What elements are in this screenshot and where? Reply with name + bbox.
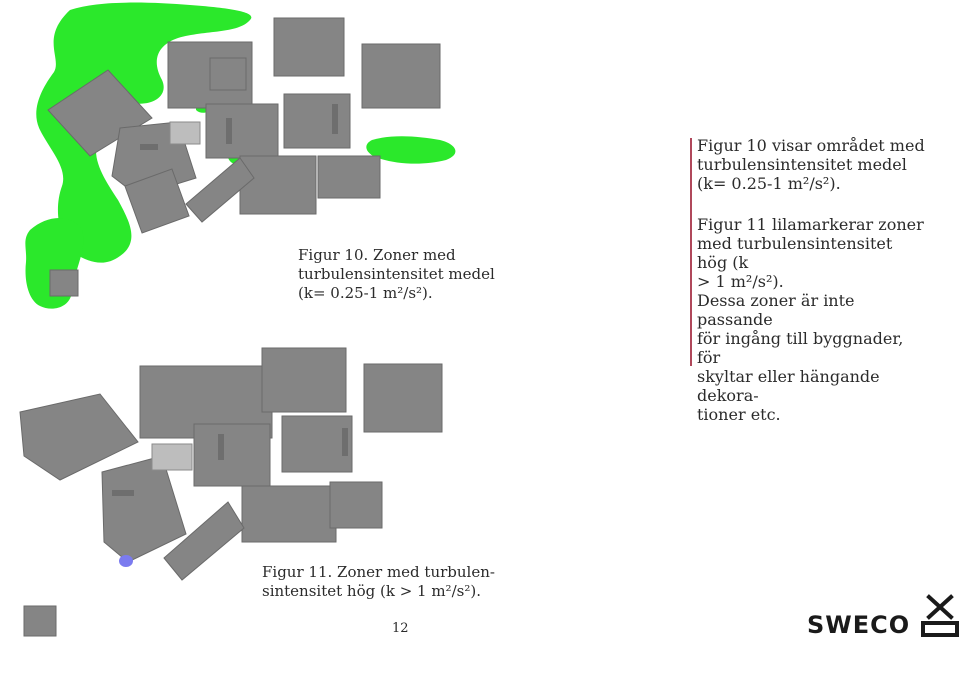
building xyxy=(241,485,337,543)
figure-10-caption: Figur 10. Zoner med turbulensintensitet … xyxy=(298,246,495,303)
text-line: turbulensintensitet medel xyxy=(697,155,907,174)
building xyxy=(49,269,79,297)
text-line: med turbulensintensitet hög (k xyxy=(697,234,893,272)
caption-line: turbulensintensitet medel xyxy=(298,265,495,283)
caption-line: (k= 0.25-1 m²/s²). xyxy=(298,284,433,302)
building-shadows xyxy=(140,104,338,150)
building xyxy=(281,415,353,473)
caption-line: sintensitet hög (k > 1 m²/s²). xyxy=(262,582,481,600)
building-shadows xyxy=(112,428,348,496)
text-line: Dessa zoner är inte passande xyxy=(697,291,855,329)
courtyard-structure xyxy=(151,443,193,471)
building xyxy=(283,93,351,149)
buildings xyxy=(47,17,441,297)
turbulence-high-zone xyxy=(119,555,133,567)
courtyard-structure xyxy=(169,121,201,145)
building xyxy=(261,347,347,413)
logo-text: SWECO xyxy=(807,611,910,639)
logo-symbol-icon xyxy=(921,594,959,637)
caption-line: Figur 10. Zoner med xyxy=(298,246,456,264)
text-line: för ingång till byggnader, för xyxy=(697,329,904,367)
building xyxy=(124,168,190,234)
text-line: > 1 m²/s²). xyxy=(697,272,784,291)
building xyxy=(19,393,139,481)
building xyxy=(47,69,153,157)
text-line: tioner etc. xyxy=(697,405,781,424)
building xyxy=(185,157,255,223)
building xyxy=(363,363,443,433)
sweco-logo: SWECO xyxy=(805,591,959,647)
figure-10-map xyxy=(0,0,470,320)
building xyxy=(101,455,187,563)
sidebar-accent-rule xyxy=(690,138,692,366)
building xyxy=(209,57,247,91)
text-line: Figur 10 visar området med xyxy=(697,136,925,155)
building xyxy=(193,423,271,487)
building xyxy=(23,605,57,637)
building xyxy=(317,155,381,199)
buildings xyxy=(19,347,443,637)
text-line: Figur 11 lilamarkerar zoner xyxy=(697,215,924,234)
text-line: skyltar eller hängande dekora- xyxy=(697,367,880,405)
figure-11-caption: Figur 11. Zoner med turbulen- sintensite… xyxy=(262,563,495,601)
building xyxy=(163,501,245,581)
sidebar-text: Figur 10 visar området med turbulensinte… xyxy=(690,136,927,424)
building xyxy=(205,103,279,159)
figure-11-map xyxy=(0,330,470,640)
building xyxy=(239,155,317,215)
caption-line: Figur 11. Zoner med turbulen- xyxy=(262,563,495,581)
building xyxy=(329,481,383,529)
text-line: (k= 0.25-1 m²/s²). xyxy=(697,174,841,193)
building xyxy=(273,17,345,77)
page-number: 12 xyxy=(392,621,409,636)
building xyxy=(361,43,441,109)
